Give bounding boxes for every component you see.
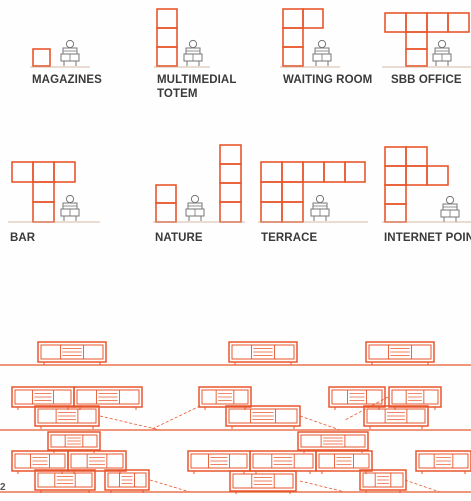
shelving-module-icon (38, 342, 106, 365)
module-box (385, 185, 406, 204)
shelving-module-icon (366, 342, 434, 365)
module-box (283, 28, 303, 47)
module-box (385, 166, 406, 185)
module-box (261, 202, 282, 222)
module-box (448, 13, 469, 32)
module-box (427, 166, 448, 185)
label-sbb-office: SBB OFFICE (391, 74, 462, 87)
shelving-module-icon (416, 451, 471, 474)
person-silhouette-icon (313, 40, 331, 66)
connector-line (100, 416, 160, 430)
module-box (33, 202, 54, 222)
connector-line (300, 481, 345, 492)
module-box (385, 147, 406, 166)
shelving-module-icon (35, 470, 95, 493)
shelving-module-icon (48, 432, 100, 453)
person-silhouette-icon (311, 195, 329, 221)
module-box (406, 32, 427, 49)
label-bar: BAR (10, 232, 35, 245)
module-box (406, 13, 427, 32)
module-box (157, 28, 177, 47)
connector-line (150, 480, 190, 492)
module-box (282, 162, 303, 182)
module-box (283, 9, 303, 28)
module-box (261, 182, 282, 202)
module-box (385, 13, 406, 32)
person-silhouette-icon (61, 40, 79, 66)
module-box (303, 9, 323, 28)
label-terrace: TERRACE (261, 232, 317, 245)
module-box (345, 162, 365, 182)
corner-glyph: 2 (0, 481, 6, 494)
person-silhouette-icon (433, 40, 451, 66)
label-totem: TOTEM (157, 88, 198, 101)
module-box (303, 162, 324, 182)
module-box (54, 162, 75, 182)
shelving-module-icon (229, 342, 297, 365)
module-box (427, 13, 448, 32)
person-silhouette-icon (186, 195, 204, 221)
connector-line (300, 416, 340, 430)
label-internet-point: INTERNET POINT (384, 232, 471, 245)
module-box (324, 162, 345, 182)
shelving-module-icon (230, 471, 296, 494)
module-box (406, 166, 427, 185)
module-box (157, 9, 177, 28)
module-box (12, 162, 33, 182)
module-box (156, 203, 176, 222)
module-box (220, 164, 241, 183)
module-box (220, 202, 241, 222)
label-nature: NATURE (155, 232, 203, 245)
module-box (261, 162, 282, 182)
person-silhouette-icon (441, 196, 459, 222)
label-multimedial: MULTIMEDIAL (157, 74, 236, 87)
label-magazines: MAGAZINES (32, 74, 102, 87)
shelving-module-icon (226, 406, 300, 429)
shelving-module-icon (35, 406, 99, 429)
module-box (283, 47, 303, 66)
module-box (156, 185, 176, 203)
shelving-module-icon (298, 432, 368, 453)
person-silhouette-icon (61, 195, 79, 221)
module-box (406, 49, 427, 66)
module-box (406, 147, 427, 166)
module-box (33, 162, 54, 182)
shelving-module-icon (105, 470, 149, 493)
shelving-module-icon (364, 406, 428, 429)
module-box (282, 202, 303, 222)
module-box (157, 47, 177, 66)
magazines-module (33, 49, 50, 66)
connector-line (150, 406, 200, 430)
module-box (220, 145, 241, 164)
module-box (385, 204, 406, 222)
label-waiting-room: WAITING ROOM (283, 74, 372, 87)
person-silhouette-icon (184, 40, 202, 66)
module-box (220, 183, 241, 202)
module-box (282, 182, 303, 202)
connector-line (405, 480, 440, 492)
module-box (33, 182, 54, 202)
shelving-module-icon (360, 470, 406, 493)
